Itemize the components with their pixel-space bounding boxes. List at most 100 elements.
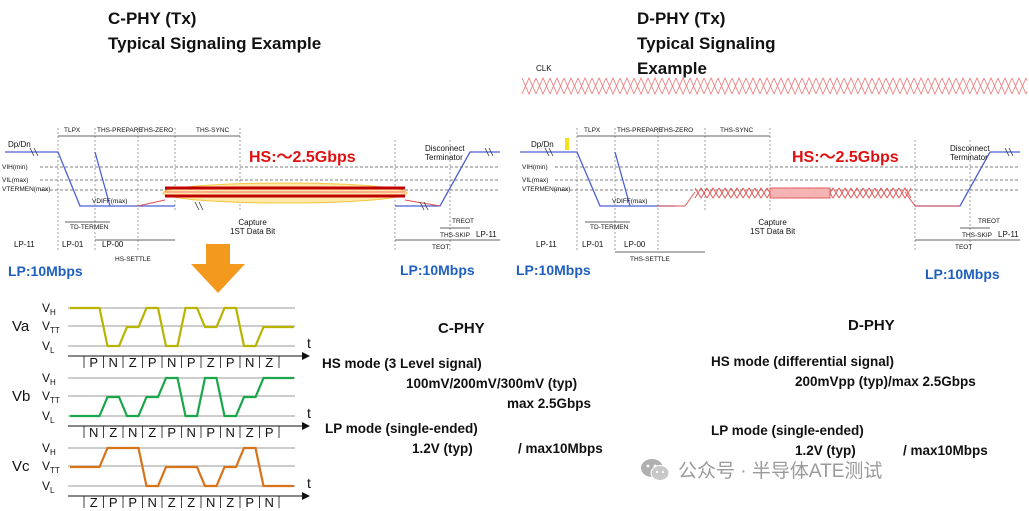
symbol-label: Z [226, 495, 234, 510]
clk-edge [759, 77, 775, 96]
dphy-hs-bit [718, 187, 732, 199]
clk-edge [829, 77, 845, 96]
cphy-treot-label: TREOT [452, 218, 475, 225]
dphy-hs-rate: HS:～2.5Gbps [792, 149, 899, 166]
clk-edge [1011, 77, 1027, 96]
cphy-tsync-label: THS-SYNC [196, 127, 230, 134]
symbol-label: P [226, 355, 235, 370]
cphy-lp-trace-2 [94, 151, 111, 207]
clk-edge [731, 76, 747, 95]
clk-edge [941, 77, 957, 96]
dphy-vterm-label: VTERMEN(max) [522, 186, 571, 193]
cphy-vterm-label: VTERMEN(max) [2, 186, 51, 193]
clk-edge [717, 76, 733, 95]
dphy-hs-bit [850, 187, 864, 199]
clk-edge [745, 76, 761, 95]
clk-edge [661, 77, 677, 96]
symbol-label: Z [207, 355, 215, 370]
cphy-spec-lp-mode: LP mode (single-ended) [325, 421, 478, 436]
time-axis-arrow-icon [302, 492, 310, 500]
dphy-spec-hs-mode: HS mode (differential signal) [711, 354, 895, 369]
dphy-hs-bit [694, 187, 708, 199]
dphy-state-lp11: LP-11 [536, 240, 557, 249]
clk-edge [913, 77, 929, 96]
cphy-lp-trace [5, 151, 175, 207]
dphy-hs-burst [769, 187, 831, 199]
watermark-text: 公众号 · 半导体ATE测试 [678, 461, 883, 482]
cphy-hs-highlight [162, 182, 408, 204]
cphy-state-lp01: LP-01 [62, 240, 84, 249]
clk-edge [619, 77, 635, 96]
dphy-hs-bit [838, 187, 852, 199]
clk-edge [605, 77, 621, 96]
clk-edge [801, 77, 817, 96]
symbol-label: P [167, 425, 176, 440]
symbol-label: P [109, 495, 118, 510]
dphy-tdterm-label: TD-TERMEN [590, 224, 629, 231]
cphy-tlpx-label: TLPX [64, 127, 81, 134]
waveform-vb [70, 376, 294, 418]
clk-edge [522, 77, 537, 96]
dphy-hs-bit [850, 187, 864, 199]
clk-edge [717, 77, 733, 96]
clk-edge [787, 77, 803, 96]
cphy-state-lp00: LP-00 [102, 240, 124, 249]
clk-edge [591, 77, 607, 96]
clk-edge [997, 77, 1013, 96]
cphy-hs-rate: HS:～2.5Gbps [249, 149, 356, 166]
clk-edge [997, 76, 1013, 95]
dphy-hs-bit [706, 187, 720, 199]
clk-edge [605, 76, 621, 95]
dphy-title: D-PHY (Tx) Typical Signaling Example [637, 6, 776, 81]
dphy-hs-bit [694, 187, 708, 199]
clk-edge [787, 76, 803, 95]
level-label: VTT [42, 319, 60, 335]
time-axis-label: t [307, 405, 311, 421]
time-axis-label: t [307, 475, 311, 491]
clk-edge [703, 76, 719, 95]
dphy-disconnect-line2: Terminator [950, 153, 988, 162]
clk-edge [983, 77, 999, 96]
clk-edge [969, 76, 985, 95]
watermark: 公众号 · 半导体ATE测试 [640, 456, 882, 483]
level-label: VH [42, 371, 56, 387]
clk-edge [675, 76, 691, 95]
dphy-tsettle-label: THS-SETTLE [630, 256, 670, 263]
clk-edge [983, 76, 999, 95]
dphy-hs-bit [730, 187, 744, 199]
dphy-spec-heading: D-PHY [848, 317, 895, 334]
dphy-signal-label: Dp/Dn [531, 140, 554, 149]
dphy-capture-line1: Capture [758, 218, 787, 227]
level-label: VL [42, 409, 55, 425]
dphy-disconnect-label: Disconnect Terminator [950, 144, 990, 162]
cphy-tprepare-label: THS-PREPARE [97, 127, 143, 134]
clk-edge [745, 77, 761, 96]
clk-edge [563, 77, 579, 96]
symbol-label: Z [90, 495, 98, 510]
dphy-spec-hs-value: 200mVpp (typ)/max 2.5Gbps [795, 374, 976, 389]
clk-edge [773, 76, 789, 95]
dphy-capture-line2: 1ST Data Bit [750, 227, 796, 236]
time-axis-label: t [307, 335, 311, 351]
clk-edge [633, 76, 649, 95]
cphy-spec-heading: C-PHY [438, 320, 485, 337]
dphy-tsync-label: THS-SYNC [720, 127, 754, 134]
cphy-teot-label: TEOT [432, 244, 450, 251]
cphy-vih-label: VIH(min) [2, 164, 28, 171]
dphy-spec-lp-typ: 1.2V (typ) [795, 443, 856, 458]
cphy-title-line1: C-PHY (Tx) [108, 9, 197, 28]
dphy-lp-trace-2 [614, 151, 631, 207]
dphy-lp-rate-right: LP:10Mbps [925, 266, 1000, 282]
dphy-hs-bit [862, 187, 876, 199]
symbol-label: P [187, 355, 196, 370]
symbol-label: N [109, 355, 118, 370]
cphy-spec-hs-mode: HS mode (3 Level signal) [322, 356, 482, 371]
clk-edge [857, 77, 873, 96]
cphy-state-lp11-end: LP-11 [476, 230, 497, 239]
dphy-hs-bit [874, 187, 888, 199]
dphy-title-line2: Typical Signaling [637, 34, 776, 53]
clk-edge [703, 77, 719, 96]
clk-edge [885, 77, 901, 96]
